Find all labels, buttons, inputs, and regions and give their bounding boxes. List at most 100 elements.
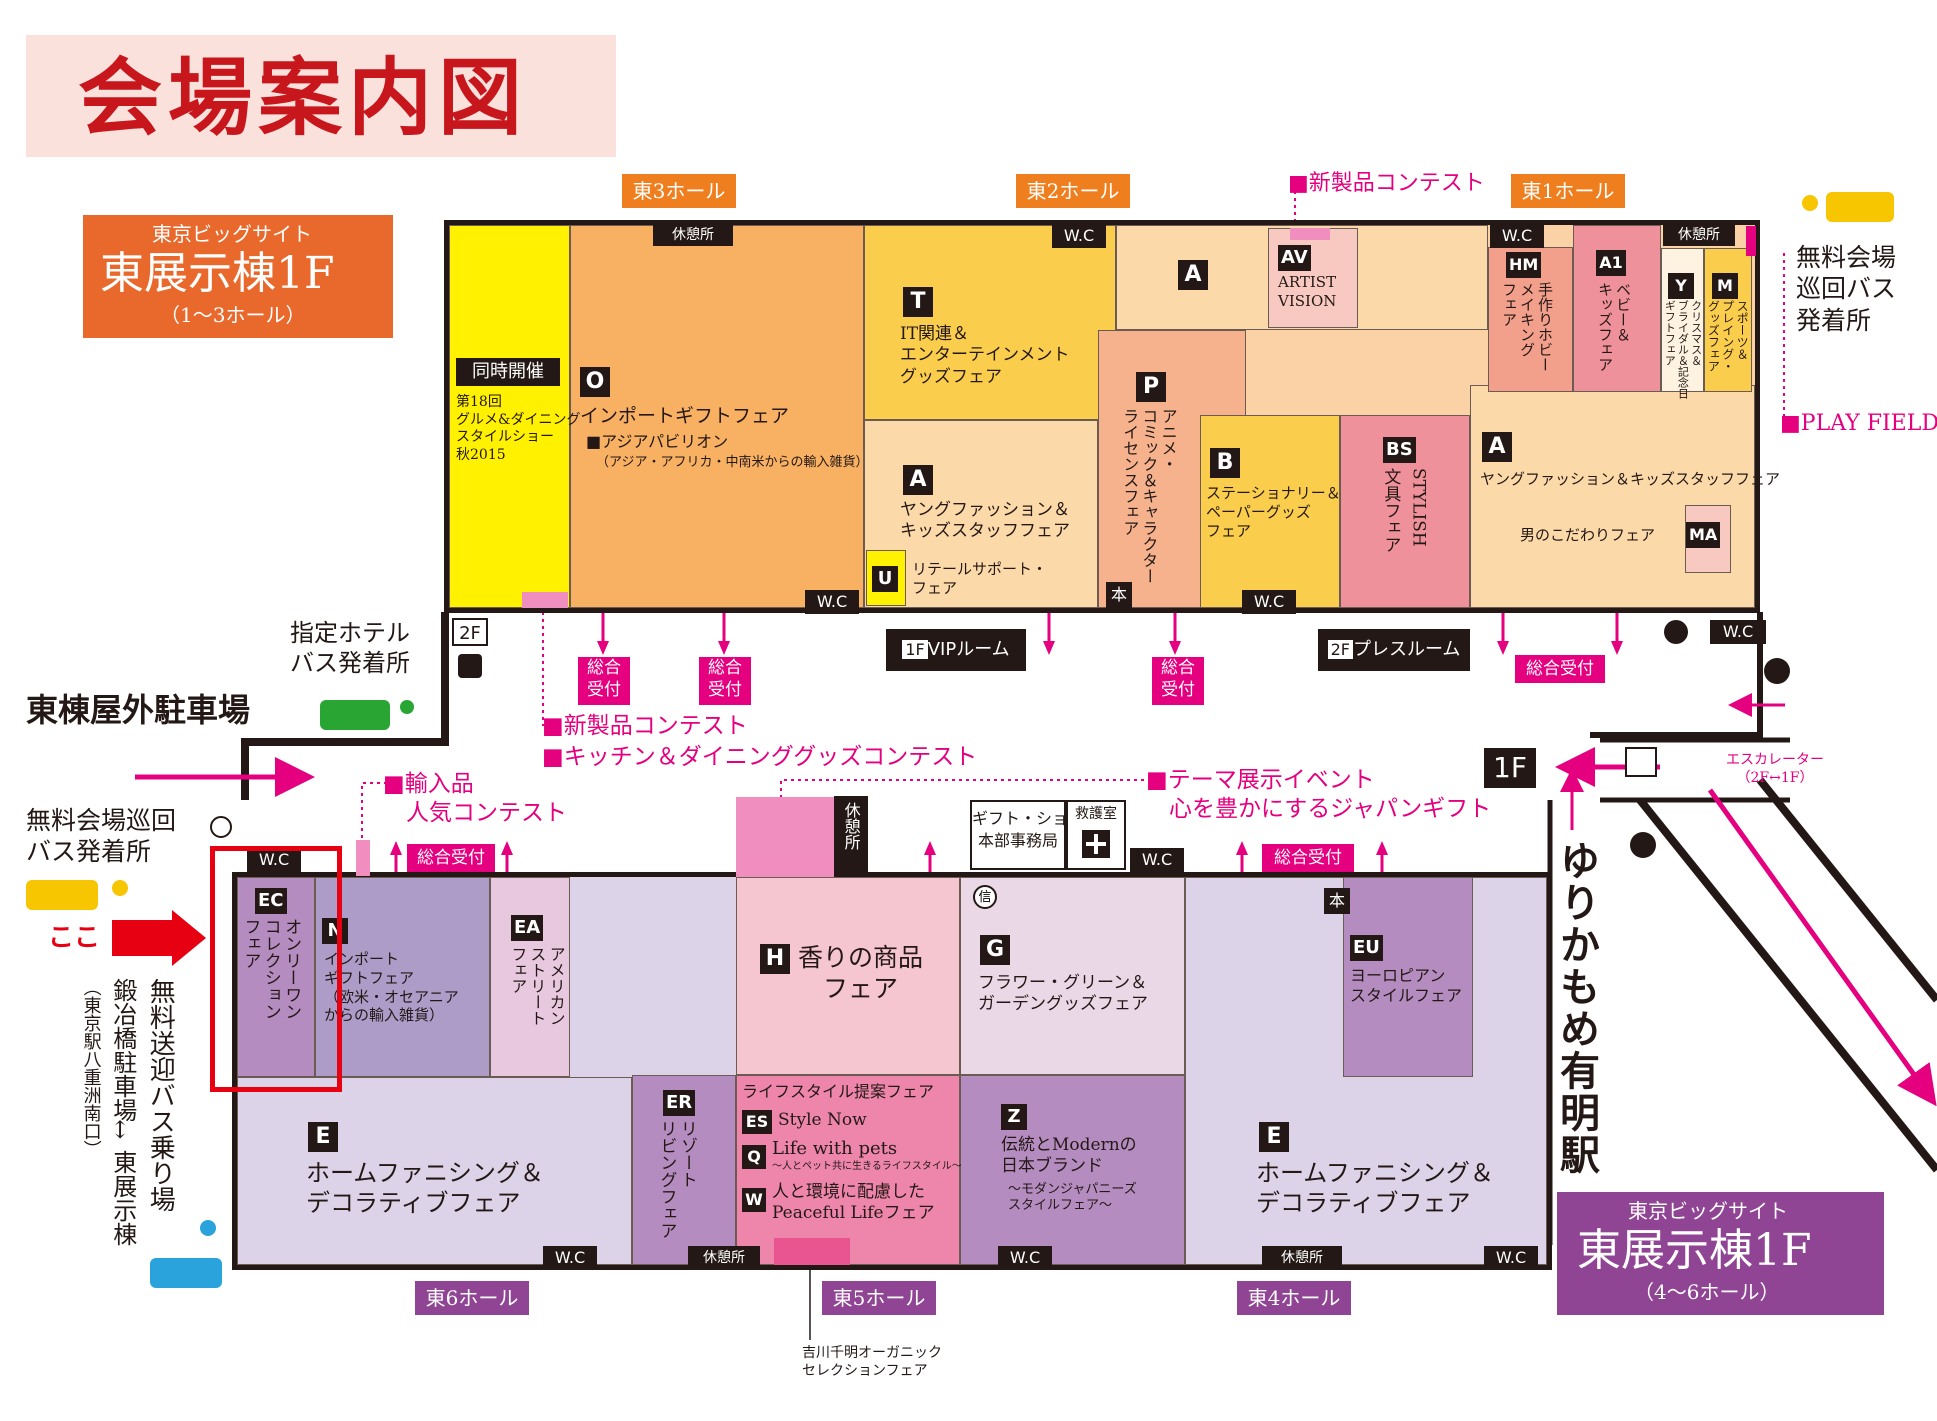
zone-E2-badge: E	[1259, 1122, 1289, 1152]
zone-G[interactable]	[960, 877, 1185, 1075]
yellow-stop-icon	[1802, 195, 1818, 211]
zone-H[interactable]	[736, 877, 960, 1075]
hall-label-2: 東2ホール	[1016, 174, 1130, 208]
here-arrow	[112, 920, 172, 956]
contest-spot	[1290, 228, 1330, 240]
zone-ES-name: Style Now	[778, 1110, 867, 1130]
building-halls: （4〜6ホール）	[1634, 1280, 1780, 1304]
first-aid-icon	[1082, 830, 1110, 858]
blue-stop-icon	[200, 1220, 216, 1236]
zone-EA-name: アメリカン ストリート フェア	[508, 946, 566, 1026]
kitchen-contest: ■キッチン＆ダイニンググッズコンテスト	[542, 744, 978, 770]
green-bus-icon	[320, 700, 390, 730]
zone-U-name: リテールサポート・ フェア	[912, 560, 1048, 597]
zone-E1-name: ホームファニシング＆ デコラティブフェア	[306, 1159, 544, 1217]
smoking-icon	[1764, 658, 1790, 684]
reception-box[interactable]: 総合受付	[1262, 844, 1354, 872]
zone-EA[interactable]	[490, 877, 570, 1077]
zone-Z[interactable]	[960, 1075, 1185, 1265]
smoking-icon	[210, 816, 232, 838]
rest-area: 休憩所	[1663, 224, 1735, 246]
book-icon: 本	[1106, 582, 1132, 608]
zone-B-badge: B	[1210, 448, 1240, 478]
zone-EU-name: ヨーロピアン スタイルフェア	[1350, 966, 1463, 1005]
zone-P-badge: P	[1136, 372, 1166, 402]
first-aid-label: 救護室	[1075, 806, 1117, 822]
zone-G-badge: G	[980, 935, 1010, 965]
rest-area-label: 休憩所	[841, 802, 861, 850]
zone-N[interactable]	[315, 877, 490, 1077]
building-label-east13	[83, 215, 393, 338]
reception-box[interactable]: 総合 受付	[699, 657, 751, 705]
reception-box[interactable]: 総合受付	[1515, 655, 1605, 683]
zone-A2-badge: A	[1178, 260, 1208, 290]
press-room-label: プレスルーム	[1352, 639, 1461, 660]
hall-label-4: 東4ホール	[1237, 1281, 1351, 1315]
zone-O-sub2: （アジア・アフリカ・中南米からの輸入雑貨）	[596, 455, 869, 470]
zone-BS-name2: STYLISH	[1408, 468, 1429, 547]
zone-B[interactable]	[1200, 415, 1340, 608]
theme-event: ■テーマ展示イベント 心を豊かにするジャパンギフト	[1146, 767, 1492, 822]
zone-M-name: スポーツ＆ プレイング・ グッズフェア	[1706, 300, 1750, 372]
shuttle-stop: 無料送迎バス乗り場	[145, 978, 176, 1212]
title-banner	[26, 35, 616, 157]
zone-O[interactable]	[570, 225, 864, 608]
zone-BS[interactable]	[1340, 415, 1470, 608]
vip-floor-badge: 1F	[902, 640, 928, 659]
concurrent-badge: 同時開催	[456, 358, 560, 386]
floor-2f: 2F	[452, 618, 488, 646]
building-main: 東展示棟1F	[100, 248, 335, 299]
zone-A1-badge: A	[903, 465, 933, 495]
zone-Z-sub: 〜モダンジャパニーズ スタイルフェア〜	[1008, 1182, 1137, 1214]
zone-Y-badge: Y	[1668, 273, 1694, 299]
zone-T[interactable]	[864, 225, 1116, 420]
wc: W.C	[1052, 224, 1106, 248]
press-floor-badge: 2F	[1327, 640, 1353, 659]
hotel-bus-stop: 指定ホテル バス発着所	[290, 619, 410, 677]
lifestyle-title: ライフスタイル提案フェア	[742, 1082, 935, 1101]
zone-MA-badge: MA	[1686, 522, 1721, 548]
zone-Q-badge: Q	[742, 1145, 766, 1169]
organic-spot	[774, 1238, 850, 1265]
zone-A1-name: ヤングファッション＆ キッズスタッフフェア	[900, 500, 1070, 542]
zone-Q-name: Life with pets	[772, 1138, 898, 1159]
zone-U-badge: U	[872, 566, 898, 592]
zone-Y[interactable]	[1661, 248, 1704, 392]
hq-office[interactable]: ギフト・ショー 本部事務局	[970, 800, 1084, 870]
elevator-icon	[458, 654, 482, 678]
contest-spot	[522, 592, 568, 608]
yurikamome-station: ゆりかもめ有明駅	[1553, 840, 1600, 1176]
zone-T-badge: T	[903, 287, 933, 317]
zone-Q-sub: 〜人とペット共に生きるライフスタイル〜	[772, 1161, 962, 1172]
new-product-contest: ■新製品コンテスト	[542, 713, 748, 739]
walkway-line	[241, 612, 449, 800]
info-icon-label: 信	[978, 890, 992, 905]
east-building-dest: 東展示棟	[108, 1150, 137, 1246]
zone-W-name: 人と環境に配慮した Peaceful Lifeフェア	[772, 1182, 935, 1224]
wc: W.C	[805, 590, 859, 614]
zone-P-name: アニメ・ コミック＆キャラクター ライセンスフェア	[1120, 408, 1178, 584]
reception-box[interactable]: 総合受付	[407, 844, 495, 872]
play-field-spot	[1746, 226, 1756, 256]
wc: W.C	[247, 848, 301, 872]
building-label-east46	[1557, 1192, 1884, 1315]
hall-label-3: 東3ホール	[622, 174, 736, 208]
zone-EU[interactable]	[1343, 877, 1473, 1077]
zone-doji[interactable]	[449, 225, 570, 608]
zone-M[interactable]	[1704, 248, 1752, 392]
reception-box[interactable]: 総合 受付	[578, 657, 630, 705]
zone-E1[interactable]	[237, 1077, 632, 1265]
reception-box[interactable]: 総合 受付	[1152, 657, 1204, 705]
zone-HM-name: 手作りホビー メイキング フェア	[1500, 282, 1554, 372]
rest-area: 休憩所	[653, 224, 733, 246]
zone-O-sub: ■アジアパビリオン	[586, 432, 729, 451]
contest-spot	[356, 840, 370, 876]
here-arrow-head	[172, 910, 206, 966]
zone-A3[interactable]	[1470, 385, 1755, 608]
zone-MA-name: 男のこだわりフェア	[1520, 526, 1656, 544]
walkway-line	[1590, 612, 1763, 738]
floor-1f: 1F	[1484, 748, 1536, 788]
rest-area: 休憩所	[688, 1246, 760, 1270]
